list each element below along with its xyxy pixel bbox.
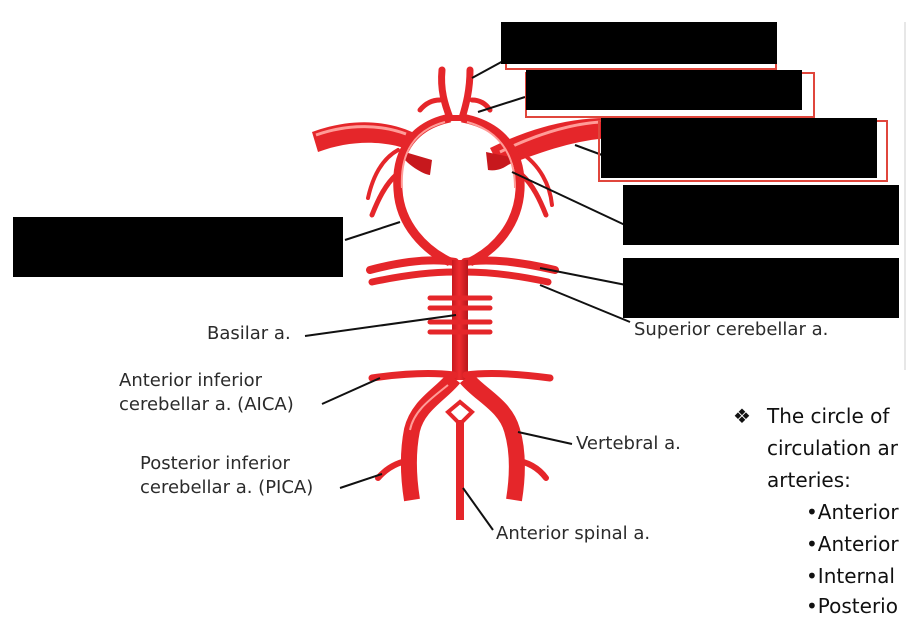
circle-left-highlight bbox=[400, 121, 446, 189]
circle-left-arc bbox=[393, 113, 453, 267]
circle-of-willis-diagram bbox=[304, 22, 906, 531]
anterior-cerebral-right bbox=[458, 66, 474, 122]
anterior-choroidal-left bbox=[369, 172, 399, 218]
pica-right bbox=[511, 457, 549, 481]
left-middle-cerebral-highlight bbox=[315, 125, 407, 137]
vertebral-right bbox=[459, 372, 525, 502]
side-list-item: •Anterior bbox=[806, 532, 899, 556]
circle-right-arc bbox=[461, 113, 525, 267]
posterior-cerebral-left bbox=[366, 256, 459, 274]
label-aica-line1: Anterior inferior bbox=[119, 370, 263, 391]
label-pica-line1: Posterior inferior bbox=[140, 453, 290, 474]
redacted-label-2 bbox=[526, 70, 802, 110]
superior-cerebellar-left bbox=[368, 268, 459, 286]
label-anterior-spinal: Anterior spinal a. bbox=[496, 523, 651, 544]
aica-right bbox=[462, 370, 554, 382]
anterior-cerebral-left bbox=[438, 66, 454, 122]
side-list-item: •Anterior bbox=[806, 500, 899, 524]
redacted-label-4 bbox=[623, 185, 899, 245]
right-middle-cerebral-artery bbox=[490, 118, 610, 168]
vertebral-left bbox=[401, 372, 461, 502]
anterior-spinal-artery bbox=[456, 420, 464, 520]
label-basilar: Basilar a. bbox=[207, 323, 291, 344]
circle-right-highlight bbox=[466, 121, 516, 189]
label-superior-cerebellar: Superior cerebellar a. bbox=[634, 319, 829, 340]
anterior-cerebral-branch-l bbox=[417, 97, 443, 113]
redacted-label-6 bbox=[13, 217, 343, 277]
diagram-canvas: Basilar a. Anterior inferior cerebellar … bbox=[13, 22, 906, 618]
redacted-label-5 bbox=[623, 258, 899, 318]
vertebral-left-highlight bbox=[409, 384, 449, 431]
left-ring-branch bbox=[366, 148, 400, 200]
leader-lines bbox=[304, 59, 631, 531]
label-aica-line2: cerebellar a. (AICA) bbox=[119, 394, 294, 415]
side-text-line2: circulation ar bbox=[767, 436, 898, 460]
superior-cerebellar-right bbox=[461, 268, 552, 286]
right-internal-carotid bbox=[486, 152, 515, 171]
diamond-bullet-icon: ❖ bbox=[733, 404, 751, 428]
redacted-label-1 bbox=[501, 22, 777, 64]
side-list-item: •Internal bbox=[806, 564, 895, 588]
pontine-branches bbox=[427, 295, 493, 335]
posterior-cerebral-right bbox=[461, 256, 559, 274]
right-ring-branch bbox=[518, 150, 554, 207]
aica-left bbox=[368, 370, 458, 382]
side-text-line3: arteries: bbox=[767, 468, 851, 492]
anterior-choroidal-right bbox=[519, 172, 549, 218]
label-vertebral: Vertebral a. bbox=[576, 433, 681, 454]
side-text-line1: The circle of bbox=[767, 404, 890, 428]
side-list-item: •Posterio bbox=[806, 594, 898, 618]
redacted-label-3 bbox=[601, 118, 877, 178]
label-pica-line2: cerebellar a. (PICA) bbox=[140, 477, 314, 498]
pica-left bbox=[375, 457, 415, 481]
